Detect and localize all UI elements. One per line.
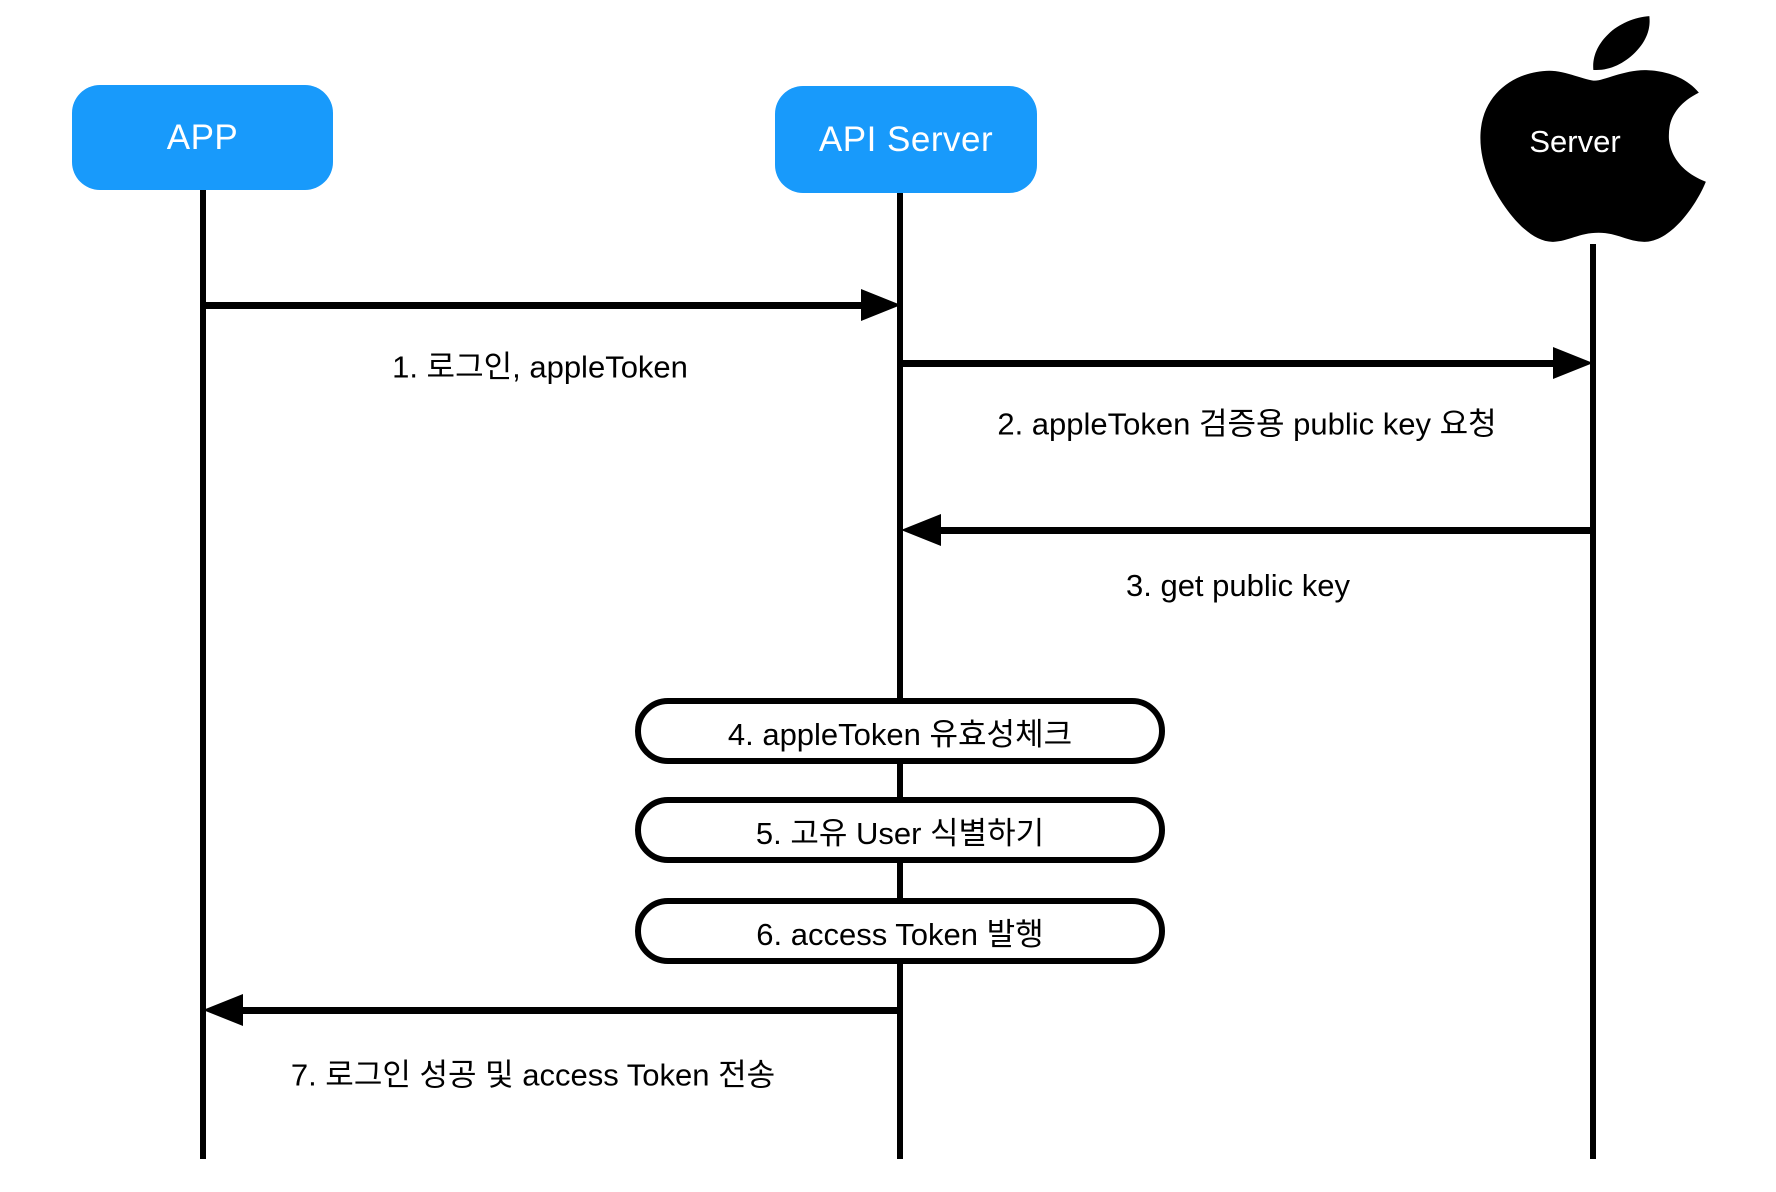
lifeline-app (200, 188, 206, 1159)
process-step-5-label: 5. 고유 User 식별하기 (755, 815, 1045, 851)
lifeline-api-server (897, 191, 903, 1159)
message-arrow-2 (901, 346, 1593, 380)
message-label-1: 1. 로그인, appleToken (392, 349, 688, 385)
arrowhead-right-icon (861, 289, 901, 321)
arrow-shaft (237, 1007, 901, 1014)
message-arrow-1 (203, 288, 901, 322)
arrow-shaft (203, 302, 867, 309)
message-label-7: 7. 로그인 성공 및 access Token 전송 (290, 1057, 776, 1093)
message-arrow-3 (901, 513, 1593, 547)
message-arrow-7 (203, 993, 901, 1027)
process-step-6: 6. access Token 발행 (635, 898, 1165, 964)
message-label-2: 2. appleToken 검증용 public key 요청 (997, 406, 1497, 442)
actor-api-server-label: API Server (818, 119, 994, 159)
actor-apple-server: Server (1478, 0, 1708, 258)
arrow-shaft (935, 527, 1593, 534)
process-step-6-label: 6. access Token 발행 (756, 916, 1044, 952)
process-step-5: 5. 고유 User 식별하기 (635, 797, 1165, 863)
arrowhead-left-icon (203, 994, 243, 1026)
arrowhead-left-icon (901, 514, 941, 546)
message-label-3: 3. get public key (1125, 568, 1351, 603)
arrowhead-right-icon (1553, 347, 1593, 379)
lifeline-apple-server (1590, 244, 1596, 1159)
process-step-4-label: 4. appleToken 유효성체크 (727, 716, 1073, 752)
arrow-shaft (901, 360, 1559, 367)
actor-app-label: APP (166, 117, 239, 157)
actor-app: APP (72, 85, 333, 190)
apple-logo-icon (1480, 16, 1706, 242)
actor-api-server: API Server (775, 86, 1037, 193)
process-step-4: 4. appleToken 유효성체크 (635, 698, 1165, 764)
actor-apple-server-label: Server (1529, 124, 1621, 159)
